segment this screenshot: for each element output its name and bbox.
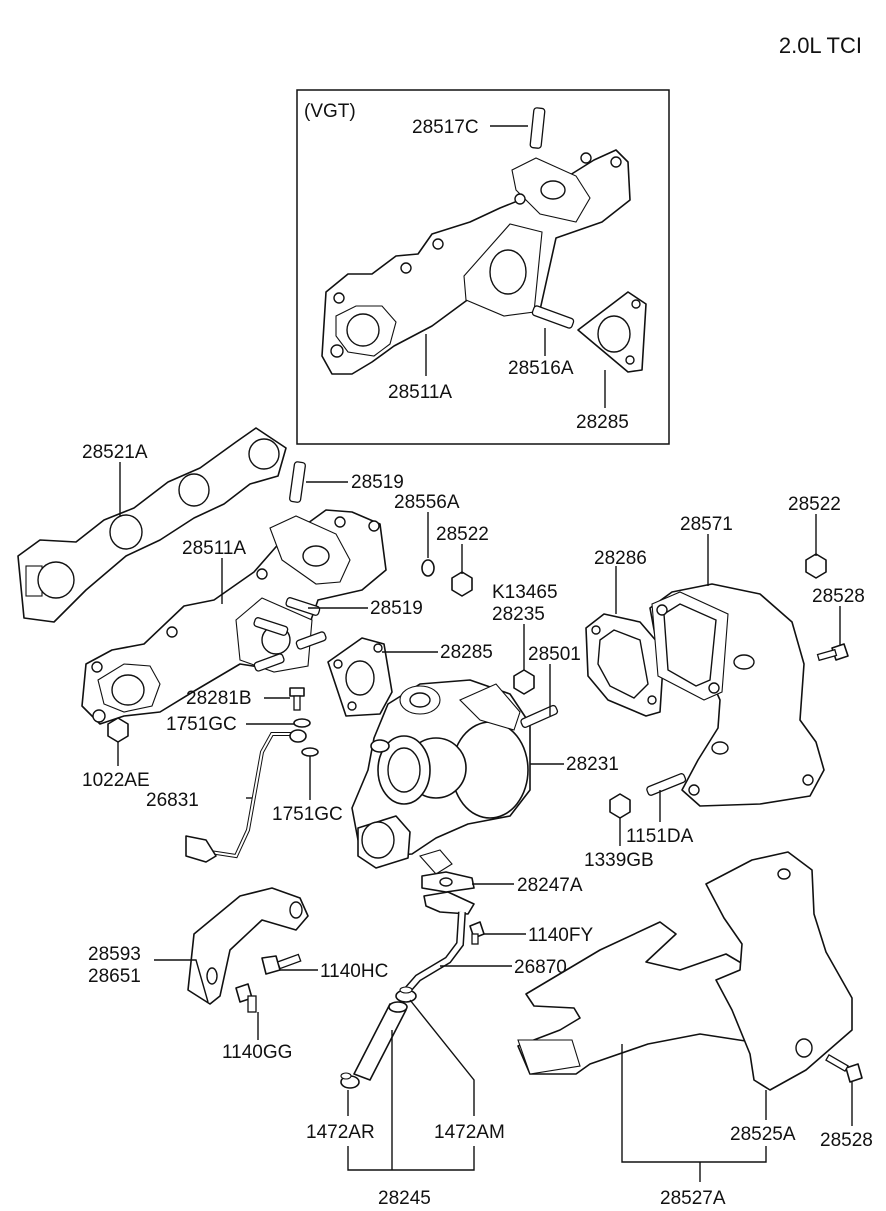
label-1140HC: 1140HC xyxy=(320,961,388,982)
washer-28556A xyxy=(421,559,435,577)
label-28245: 28245 xyxy=(378,1188,431,1209)
vgt-stud-28516A xyxy=(531,305,575,329)
label-28281B: 28281B xyxy=(186,688,252,709)
heat-shield-28525A xyxy=(705,851,853,1091)
bolt-1140GG xyxy=(235,983,257,1013)
nut-1339GB xyxy=(609,793,631,819)
label-28285: 28285 xyxy=(440,642,493,663)
stud-28519-upper xyxy=(289,461,306,503)
manifold-gasket-28521A xyxy=(17,427,287,623)
vgt-inset-frame xyxy=(296,89,670,445)
label-28231: 28231 xyxy=(566,754,619,775)
label-28286: 28286 xyxy=(594,548,647,569)
stud-28519-d xyxy=(253,653,285,672)
label-1751GC-upper: 1751GC xyxy=(166,714,237,735)
turbocharger-28231 xyxy=(351,679,559,875)
vgt-inset: (VGT) xyxy=(296,89,670,445)
stud-1151DA xyxy=(646,773,687,796)
part-labels: 28521A 28519 28556A 28522 28511A 28519 2… xyxy=(82,442,873,1209)
label-28522-b: 28522 xyxy=(788,494,841,515)
bolt-1140FY xyxy=(469,921,485,945)
bolt-28528-b xyxy=(825,1054,863,1083)
gasket-28247A xyxy=(421,871,475,893)
label-1140GG: 1140GG xyxy=(222,1042,292,1063)
exhaust-elbow-28571 xyxy=(649,583,825,807)
label-26870: 26870 xyxy=(514,957,567,978)
stud-28519-c xyxy=(295,631,327,650)
label-28556A: 28556A xyxy=(394,492,460,513)
exhaust-manifold-28511A xyxy=(81,509,387,725)
stud-28519-a xyxy=(285,597,321,616)
label-28525A: 28525A xyxy=(730,1124,796,1145)
label-28522-a: 28522 xyxy=(436,524,489,545)
label-28593: 28593 xyxy=(88,944,141,965)
label-1472AM: 1472AM xyxy=(434,1122,505,1143)
gasket-28286 xyxy=(585,613,665,717)
nut-28235 xyxy=(513,669,535,695)
nut-28522-a xyxy=(451,571,473,597)
clamp-1472AR xyxy=(340,1072,360,1089)
gasket-1751GC-a xyxy=(293,718,311,728)
label-28501: 28501 xyxy=(528,644,581,665)
hose-28245 xyxy=(353,1001,408,1081)
bracket-28593-28651 xyxy=(187,887,309,1005)
label-28528-upper: 28528 xyxy=(812,586,865,607)
bolt-28528-a xyxy=(816,643,849,662)
stud-28519-b xyxy=(253,617,289,636)
label-28519-lower: 28519 xyxy=(370,598,423,619)
bolt-28281B xyxy=(289,687,305,711)
nut-1022AE xyxy=(107,717,129,743)
label-28511A-vgt: 28511A xyxy=(388,382,452,403)
vgt-manifold-28511A xyxy=(321,149,631,375)
label-28247A: 28247A xyxy=(517,875,583,896)
label-1472AR: 1472AR xyxy=(306,1122,375,1143)
label-28511A: 28511A xyxy=(182,538,246,559)
label-28235: 28235 xyxy=(492,604,545,625)
label-28516A: 28516A xyxy=(508,358,574,379)
vgt-stud-28517C xyxy=(529,107,546,149)
nut-28522-b xyxy=(805,553,827,579)
label-28528-lower: 28528 xyxy=(820,1130,873,1151)
gasket-28285 xyxy=(327,637,393,717)
label-26831: 26831 xyxy=(146,790,199,811)
label-28527A: 28527A xyxy=(660,1188,726,1209)
bolt-1140HC xyxy=(261,953,302,975)
leader-lines xyxy=(117,462,853,1182)
oil-return-pipe-26870 xyxy=(400,891,475,997)
label-1751GC-lower: 1751GC xyxy=(272,804,343,825)
vgt-inset-title: (VGT) xyxy=(304,101,356,122)
label-28651: 28651 xyxy=(88,966,141,987)
label-28571: 28571 xyxy=(680,514,733,535)
label-1339GB: 1339GB xyxy=(584,850,654,871)
label-28517C: 28517C xyxy=(412,117,479,138)
engine-title: 2.0L TCI xyxy=(779,33,862,58)
label-28285-vgt: 28285 xyxy=(576,412,629,433)
label-1022AE: 1022AE xyxy=(82,770,150,791)
label-K13465: K13465 xyxy=(492,582,558,603)
gasket-1751GC-b xyxy=(301,747,319,757)
label-1151DA: 1151DA xyxy=(626,826,694,847)
oil-feed-pipe-26831 xyxy=(185,729,307,863)
label-1140FY: 1140FY xyxy=(528,925,593,946)
label-28521A: 28521A xyxy=(82,442,148,463)
vgt-gasket-28285 xyxy=(577,291,647,373)
label-28519-upper: 28519 xyxy=(351,472,404,493)
clamp-1472AM xyxy=(395,986,417,1003)
